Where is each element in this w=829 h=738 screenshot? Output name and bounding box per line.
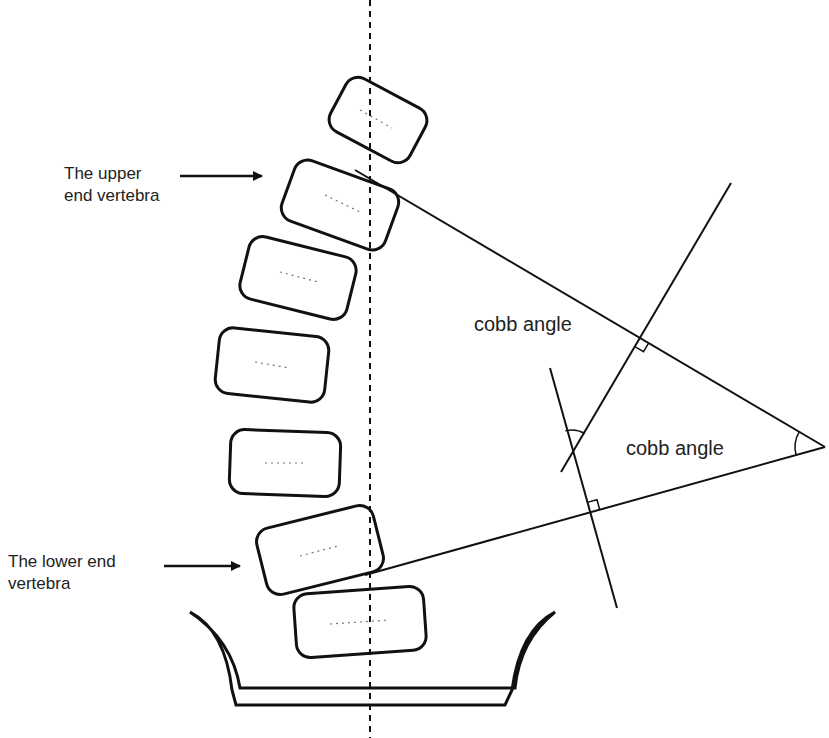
angle-arc (565, 430, 584, 433)
right-angle-mark (635, 343, 649, 352)
plumb-line (369, 0, 371, 738)
upper-endplate-line (355, 170, 825, 447)
upper-perpendicular (561, 183, 731, 472)
angle-label: cobb angle (624, 434, 726, 462)
leader-arrow (164, 565, 240, 568)
end-vertebra-label: The upper end vertebra (62, 162, 176, 208)
leader-arrow (180, 175, 262, 178)
angle-arc (795, 432, 799, 455)
angle-label: cobb angle (472, 310, 574, 338)
right-angle-mark (587, 500, 599, 510)
bone-texture (255, 110, 392, 624)
end-vertebra-label: The lower end vertebra (6, 550, 128, 596)
vertebrae (214, 72, 432, 658)
lower-endplate-line (365, 447, 825, 575)
lower-perpendicular (550, 368, 617, 608)
